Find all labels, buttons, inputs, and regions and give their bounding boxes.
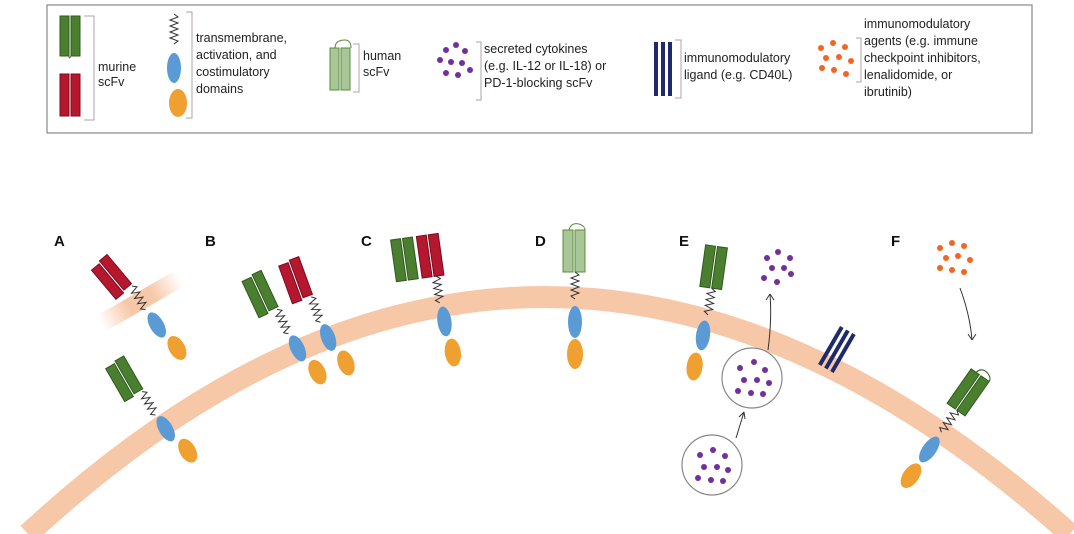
panel-label-f: F — [891, 233, 900, 250]
legend-agents-label: immunomodulatory agents (e.g. immune che… — [864, 17, 984, 99]
panel-d-human-car — [562, 223, 586, 369]
panel-f-car — [900, 368, 991, 489]
legend-transmembrane-label: transmembrane, activation, and costimula… — [196, 31, 291, 96]
legend-box: murine scFv transmembrane, activation, a… — [46, 4, 1033, 134]
panel-b-dual-car-1 — [241, 269, 327, 385]
legend-murine-label: murine scFv — [98, 60, 140, 89]
agent-dots-icon — [818, 40, 854, 77]
panel-c-tandem-car — [390, 232, 462, 367]
panel-label-e: E — [679, 233, 689, 250]
panel-a-murine-car — [90, 253, 187, 360]
legend-ligand-label: immunomodulatory ligand (e.g. CD40L) — [684, 51, 794, 82]
cell-membrane — [20, 286, 1074, 534]
panel-label-b: B — [205, 233, 216, 250]
legend-bracket — [476, 41, 482, 101]
legend-secreted-label: secreted cytokines (e.g. IL-12 or IL-18)… — [484, 42, 610, 90]
panel-a-human-car — [104, 355, 198, 463]
panel-e-armored-car — [686, 244, 728, 381]
panel-label-a: A — [54, 233, 65, 250]
murine-scfv-icon — [59, 15, 95, 121]
panel-b-dual-car-2 — [278, 256, 355, 376]
legend-bracket — [856, 37, 862, 83]
legend-human-label: human scFv — [363, 49, 405, 79]
panel-f-arrow — [959, 287, 977, 341]
transmembrane-domain-icon — [167, 11, 193, 119]
panel-e-vesicle-lower — [681, 434, 743, 496]
human-scfv-icon — [329, 39, 360, 93]
cytokine-dots-icon — [437, 42, 473, 78]
panel-label-c: C — [361, 233, 372, 250]
panel-label-d: D — [535, 233, 546, 250]
panel-e-secreted-cytokines — [761, 249, 794, 285]
panel-f-agents — [937, 240, 973, 275]
ligand-icon — [654, 39, 682, 99]
panel-e-arrows — [735, 293, 775, 439]
panel-e-vesicle-upper — [721, 347, 783, 409]
panel-e-ligand — [818, 325, 856, 374]
